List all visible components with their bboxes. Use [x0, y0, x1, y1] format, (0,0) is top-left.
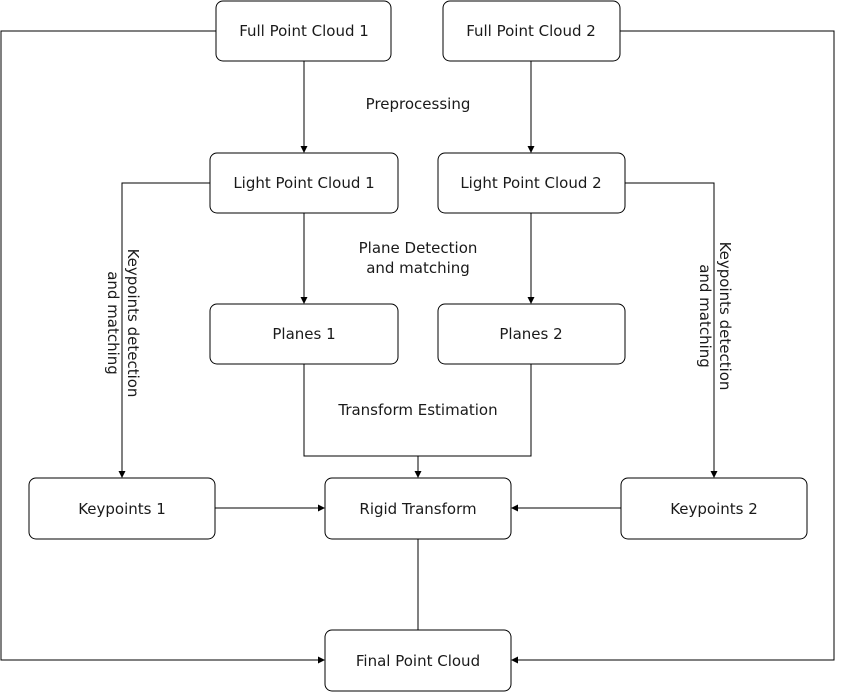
arrowhead [527, 146, 535, 153]
label-transform-estimation: Transform Estimation [337, 401, 497, 419]
node-box [437, 303, 626, 365]
node-box [324, 629, 512, 692]
arrowhead [318, 504, 325, 512]
arrowhead [118, 471, 126, 478]
arrowhead [300, 146, 308, 153]
node-keypoints-1: Keypoints 1 [28, 477, 216, 540]
node-label: Rigid Transform [359, 500, 476, 518]
label-plane-detection-line2: and matching [366, 259, 470, 277]
node-box [209, 152, 399, 214]
node-label: Full Point Cloud 2 [466, 22, 596, 40]
node-keypoints-2: Keypoints 2 [620, 477, 808, 540]
edges [0, 30, 835, 664]
node-label: Light Point Cloud 1 [233, 174, 374, 192]
node-box [209, 303, 399, 365]
edge-full2-to-final [518, 30, 835, 661]
label-keypoints-left-line2: and matching [104, 271, 122, 375]
edge-light1-to-keypoints1 [121, 182, 210, 471]
node-box [324, 477, 512, 540]
node-label: Planes 1 [272, 325, 335, 343]
node-box [620, 477, 808, 540]
label-plane-detection-line1: Plane Detection [359, 239, 478, 257]
arrowhead [300, 297, 308, 304]
label-keypoints-right-line2: and matching [696, 264, 714, 368]
arrowhead [511, 656, 518, 664]
node-label: Final Point Cloud [356, 652, 480, 670]
node-full-cloud-1: Full Point Cloud 1 [215, 0, 392, 62]
node-box [215, 0, 392, 62]
node-box [437, 152, 626, 214]
arrowhead [527, 297, 535, 304]
node-light-cloud-1: Light Point Cloud 1 [209, 152, 399, 214]
node-planes-2: Planes 2 [437, 303, 626, 365]
edge-labels: Preprocessing Plane Detection and matchi… [104, 95, 734, 419]
node-final-cloud: Final Point Cloud [324, 629, 512, 692]
node-label: Light Point Cloud 2 [460, 174, 601, 192]
label-keypoints-right: Keypoints detection and matching [696, 242, 734, 391]
node-label: Keypoints 1 [78, 500, 166, 518]
node-rigid-transform: Rigid Transform [324, 477, 512, 540]
arrowhead [318, 656, 325, 664]
edge-light2-to-keypoints2 [625, 182, 715, 471]
edge-full1-to-final [0, 30, 318, 661]
node-full-cloud-2: Full Point Cloud 2 [442, 0, 621, 62]
node-label: Keypoints 2 [670, 500, 758, 518]
label-preprocessing: Preprocessing [366, 95, 471, 113]
node-light-cloud-2: Light Point Cloud 2 [437, 152, 626, 214]
node-box [28, 477, 216, 540]
node-box [442, 0, 621, 62]
label-keypoints-left: Keypoints detection and matching [104, 249, 142, 398]
label-keypoints-left-line1: Keypoints detection [124, 249, 142, 398]
node-planes-1: Planes 1 [209, 303, 399, 365]
arrowhead [511, 504, 518, 512]
node-label: Planes 2 [499, 325, 562, 343]
arrowhead [710, 471, 718, 478]
node-label: Full Point Cloud 1 [239, 22, 369, 40]
label-keypoints-right-line1: Keypoints detection [716, 242, 734, 391]
arrowhead [414, 471, 422, 478]
